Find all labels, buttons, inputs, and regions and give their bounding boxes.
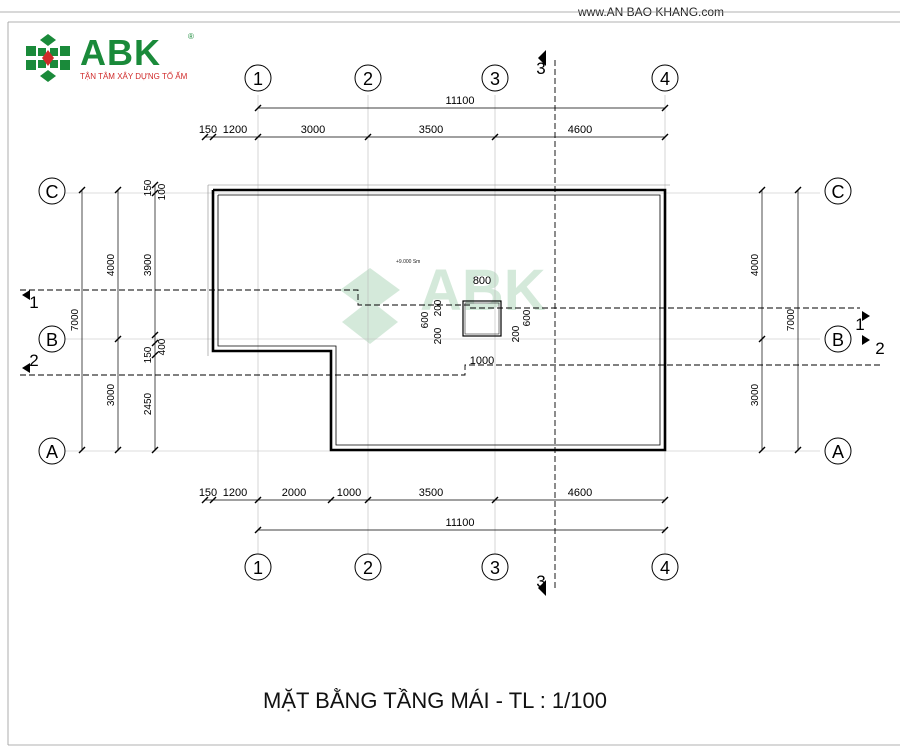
dim-top-150: 150 <box>199 124 217 136</box>
dim-bottom-150: 150 <box>199 487 217 499</box>
dim-top-3500: 3500 <box>419 124 443 136</box>
logo-brand-text: ABK <box>80 32 161 73</box>
dim-top-1200: 1200 <box>223 124 247 136</box>
grid-col-4-bottom: 4 <box>660 558 670 578</box>
dim-left-total: 7000 <box>70 308 81 331</box>
grid-row-b-right: B <box>832 330 844 350</box>
dim-left-3900: 3900 <box>143 253 154 276</box>
dim-left-400: 400 <box>157 338 168 355</box>
grid-row-b-left: B <box>46 330 58 350</box>
dim-bottom-2000: 2000 <box>282 487 306 499</box>
dim-right-total: 7000 <box>786 308 797 331</box>
dim-bottom-1000: 1000 <box>337 487 361 499</box>
dim-bottom-4600: 4600 <box>568 487 592 499</box>
section-mark-1-left: 1 <box>29 293 38 312</box>
section-mark-3-top: 3 <box>536 59 545 78</box>
logo-emblem-icon <box>26 34 70 82</box>
dim-top-total: 11100 <box>446 95 475 107</box>
drawing-title: MẶT BẰNG TẦNG MÁI - TL : 1/100 <box>263 688 607 713</box>
elevation-label: +9.000 Sm <box>396 259 420 265</box>
dim-left-2450: 2450 <box>143 392 154 415</box>
dim-bottom-1200: 1200 <box>223 487 247 499</box>
watermark-brand: ABK <box>420 258 546 323</box>
dim-top-3000: 3000 <box>301 124 325 136</box>
company-logo: ABK ® TẬN TÂM XÂY DỰNG TỔ ẤM <box>22 32 202 82</box>
opening-side-a: 200 <box>511 325 522 342</box>
grid-row-a-right: A <box>832 442 844 462</box>
grid-col-2-bottom: 2 <box>363 558 373 578</box>
watermark-logo: ABK <box>340 258 546 344</box>
opening-offset-top: 200 <box>433 299 444 316</box>
opening-height: 600 <box>420 311 431 328</box>
dim-top-4600: 4600 <box>568 124 592 136</box>
dim-left-150-mid: 150 <box>143 346 154 363</box>
grid-col-1-top: 1 <box>253 69 263 89</box>
logo-tagline: TẬN TÂM XÂY DỰNG TỔ ẤM <box>80 72 188 81</box>
grid-col-1-bottom: 1 <box>253 558 263 578</box>
section-mark-1-right: 1 <box>855 315 864 334</box>
dim-bottom-3500: 3500 <box>419 487 443 499</box>
grid-col-3-bottom: 3 <box>490 558 500 578</box>
grid-row-c-left: C <box>46 182 59 202</box>
dim-right-3000: 3000 <box>750 383 761 406</box>
dim-left-150-top: 150 <box>143 179 154 196</box>
dim-left-4000: 4000 <box>106 253 117 276</box>
grid-col-3-top: 3 <box>490 69 500 89</box>
dim-bottom-total: 11100 <box>446 517 475 529</box>
grid-row-a-left: A <box>46 442 58 462</box>
logo-registered-mark: ® <box>188 32 194 41</box>
section-mark-2-left: 2 <box>29 351 38 370</box>
dim-left-3000: 3000 <box>106 383 117 406</box>
grid-col-2-top: 2 <box>363 69 373 89</box>
opening-width: 800 <box>473 275 491 287</box>
opening-bottom: 1000 <box>470 355 494 367</box>
opening-height-right: 600 <box>522 309 533 326</box>
section-mark-3-bottom: 3 <box>536 572 545 591</box>
grid-row-c-right: C <box>832 182 845 202</box>
opening-offset-bottom: 200 <box>433 327 444 344</box>
dim-right-4000: 4000 <box>750 253 761 276</box>
grid-col-4-top: 4 <box>660 69 670 89</box>
section-mark-2-right: 2 <box>875 339 884 358</box>
dim-left-100: 100 <box>157 183 168 200</box>
